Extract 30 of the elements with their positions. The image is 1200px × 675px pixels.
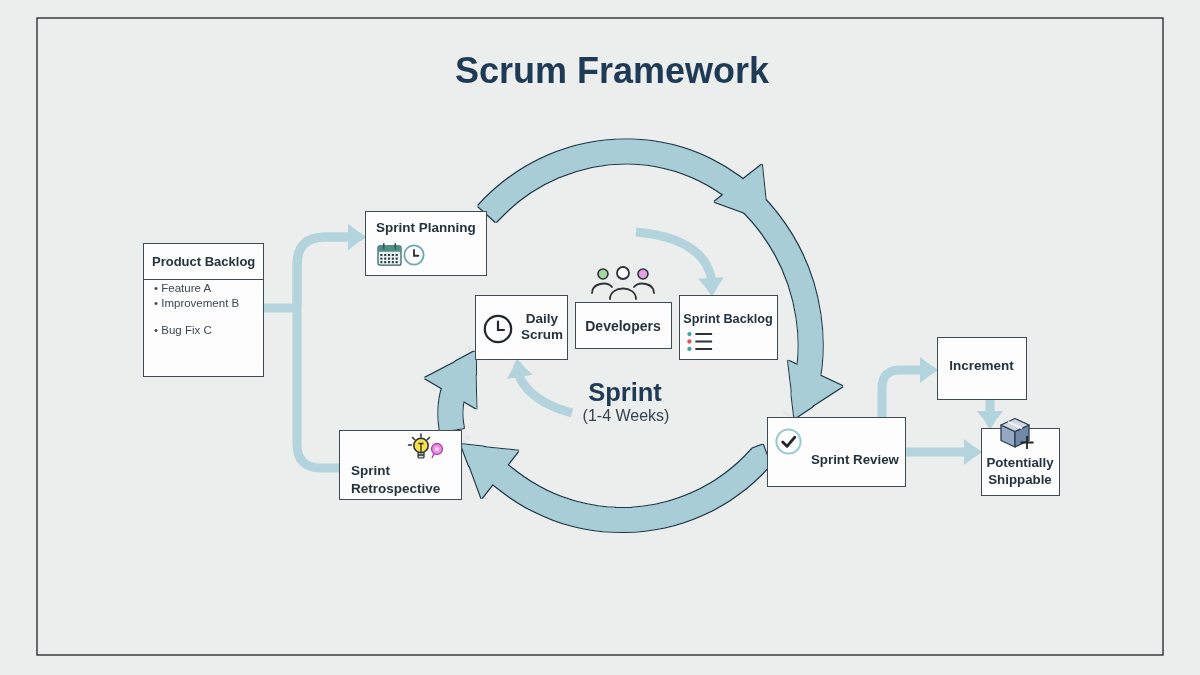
box-title: Sprint Review (811, 452, 899, 468)
process-box (365, 211, 487, 276)
duration-label: (1-4 Weeks) (582, 406, 670, 426)
flow-arrow (906, 439, 981, 465)
flow-arrow (292, 224, 365, 473)
backlog-item: • Bug Fix C (154, 323, 212, 338)
process-box (575, 302, 672, 349)
box-title: Potentially Shippable (985, 455, 1055, 488)
box-title: Daily Scrum (520, 311, 564, 343)
process-box (339, 430, 462, 500)
backlog-item: • Improvement B (154, 296, 240, 311)
process-box (475, 295, 568, 360)
box-title: Developers (584, 317, 662, 335)
box-title: Sprint Planning (376, 220, 476, 236)
flow-arrow (977, 400, 1003, 428)
box-title: Sprint Backlog (682, 311, 774, 327)
diagram-title: Scrum Framework (454, 50, 770, 92)
flow-arrow (506, 359, 574, 418)
box-title: Sprint Retrospective (351, 462, 441, 498)
process-box (981, 428, 1060, 496)
process-box (679, 295, 778, 360)
process-box (143, 243, 264, 377)
box-title: Product Backlog (152, 254, 256, 270)
backlog-item: • Feature A (154, 281, 212, 296)
box-title: Increment (948, 358, 1015, 374)
process-box (937, 337, 1027, 400)
flow-arrow (635, 227, 725, 296)
flow-arrow (877, 357, 937, 417)
process-box (767, 417, 906, 487)
cycle-label: Sprint (588, 377, 662, 407)
